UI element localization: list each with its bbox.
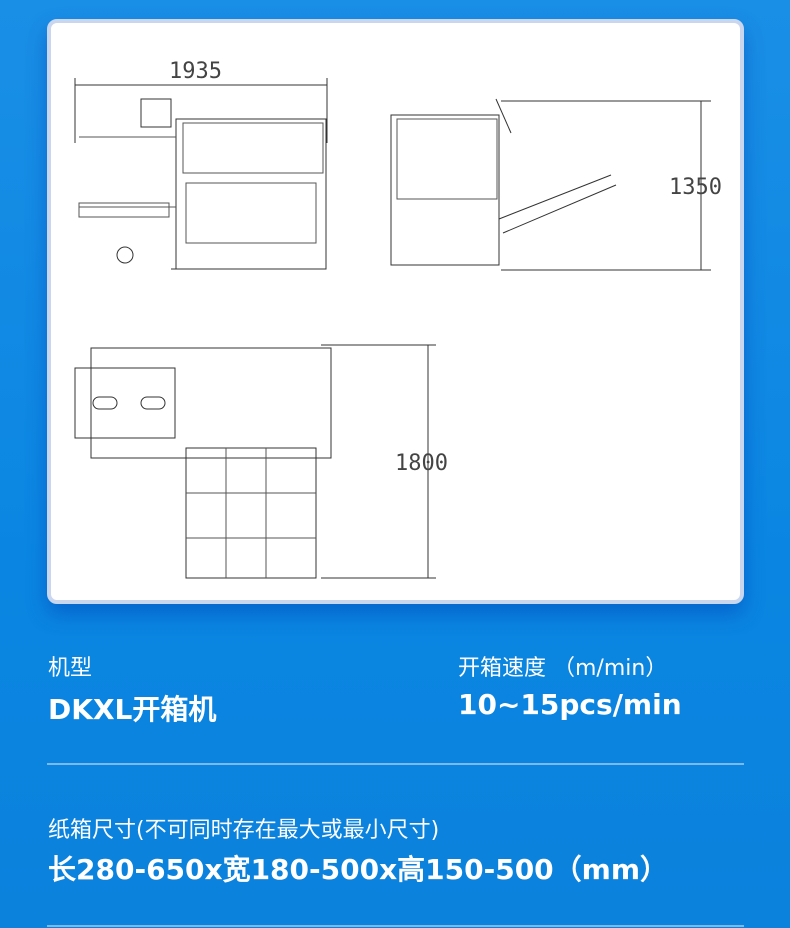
side-view [390,98,711,271]
carton-size-label: 纸箱尺寸(不可同时存在最大或最小尺寸) [48,818,440,843]
model-label: 机型 [48,656,93,681]
speed-value: 10~15pcs/min [458,688,682,721]
carton-size-value: 长280-650x宽180-500x高150-500（mm） [48,853,669,886]
dim-height-label: 1350 [669,175,722,200]
divider [47,763,744,765]
top-view [74,344,436,579]
machine-technical-drawing [74,78,711,579]
front-view [74,78,328,270]
model-value: DKXL开箱机 [48,693,217,726]
drawing-card: 1935 1350 1800 [47,19,744,604]
speed-label: 开箱速度 （m/min） [458,656,668,681]
dim-depth-label: 1800 [395,451,448,476]
dim-width-label: 1935 [169,59,222,84]
divider [47,925,744,927]
